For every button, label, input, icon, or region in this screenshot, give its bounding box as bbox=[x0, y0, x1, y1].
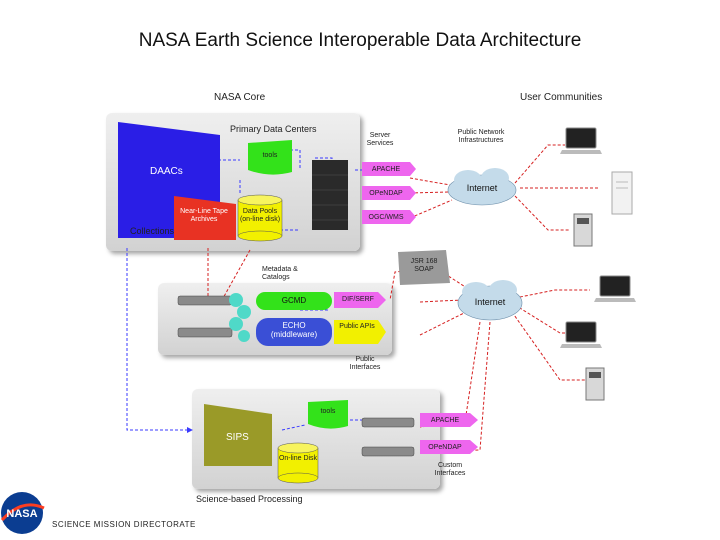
collections-label: Collections bbox=[130, 226, 175, 236]
sips-label: SIPS bbox=[226, 432, 249, 443]
server-services-label: Server Services bbox=[366, 132, 394, 148]
tower-icon bbox=[573, 213, 593, 247]
proc-apache-label: APACHE bbox=[430, 417, 460, 424]
echo-shape bbox=[256, 318, 332, 346]
internet-mid-label: Internet bbox=[474, 297, 506, 307]
online-disk-cylinder bbox=[277, 442, 319, 484]
proc-opendap-label: OPeNDAP bbox=[428, 444, 462, 451]
sips-shape bbox=[204, 404, 272, 466]
tools-shape bbox=[248, 140, 292, 175]
metadata-label: Metadata & Catalogs bbox=[262, 266, 298, 282]
service-tags bbox=[362, 162, 416, 224]
nearline-shape bbox=[174, 196, 236, 240]
custom-interfaces-label: Custom Interfaces bbox=[434, 462, 466, 478]
proc-apache-tag bbox=[420, 413, 478, 427]
proc-tools-label: tools bbox=[320, 408, 336, 415]
internet-cloud-mid bbox=[457, 280, 523, 321]
red-flow-lines bbox=[207, 144, 600, 453]
internet-top-label: Internet bbox=[466, 183, 498, 193]
service-apache: APACHE bbox=[371, 166, 401, 173]
metadata-servers bbox=[177, 295, 233, 338]
service-opendap: OPeNDAP bbox=[369, 190, 403, 197]
gcmd-label: GCMD bbox=[281, 296, 307, 305]
echo-label: ECHO (middleware) bbox=[270, 321, 318, 340]
directorate-label: SCIENCE MISSION DIRECTORATE bbox=[52, 520, 196, 529]
nasa-logo-icon: NASA bbox=[0, 492, 45, 534]
apis-tag bbox=[334, 320, 386, 344]
proc-tools-shape bbox=[308, 400, 348, 429]
datapools-cylinder bbox=[237, 194, 283, 242]
tower-icon bbox=[585, 367, 605, 401]
nasa-core-header: NASA Core bbox=[214, 92, 266, 103]
internet-cloud-top bbox=[447, 168, 517, 206]
jsr-label: JSR 168 SOAP bbox=[410, 258, 438, 274]
dif-tag bbox=[334, 292, 386, 308]
online-disk-label: On-line Disk bbox=[278, 455, 318, 462]
desktop-icon bbox=[611, 171, 633, 215]
public-interfaces-label: Public Interfaces bbox=[349, 356, 381, 372]
dif-label: DIF/SERF bbox=[342, 296, 374, 303]
nasa-logo-text: NASA bbox=[6, 508, 37, 520]
nearline-label: Near-Line Tape Archives bbox=[180, 208, 228, 224]
jsr-box bbox=[398, 250, 450, 285]
gcmd-shape bbox=[256, 292, 332, 310]
teal-cluster bbox=[229, 293, 251, 342]
page-title: NASA Earth Science Interoperable Data Ar… bbox=[138, 30, 582, 51]
datapools-label: Data Pools (on-line disk) bbox=[239, 208, 281, 224]
daacs-label: DAACs bbox=[150, 166, 183, 177]
public-network-label: Public Network Infrastructures bbox=[457, 129, 505, 145]
apis-label: Public APIs bbox=[339, 323, 375, 330]
science-processing-label: Science-based Processing bbox=[196, 494, 303, 504]
tools-label: tools bbox=[262, 152, 278, 159]
proc-opendap-tag bbox=[420, 440, 478, 454]
server-rack bbox=[312, 160, 348, 230]
laptop-icon bbox=[560, 127, 602, 154]
laptop-icon bbox=[594, 275, 636, 302]
service-ogc: OGC/WMS bbox=[368, 214, 404, 221]
user-communities-header: User Communities bbox=[520, 92, 603, 103]
primary-data-centers-label: Primary Data Centers bbox=[230, 124, 317, 134]
laptop-icon bbox=[560, 321, 602, 348]
proc-servers bbox=[361, 417, 415, 457]
